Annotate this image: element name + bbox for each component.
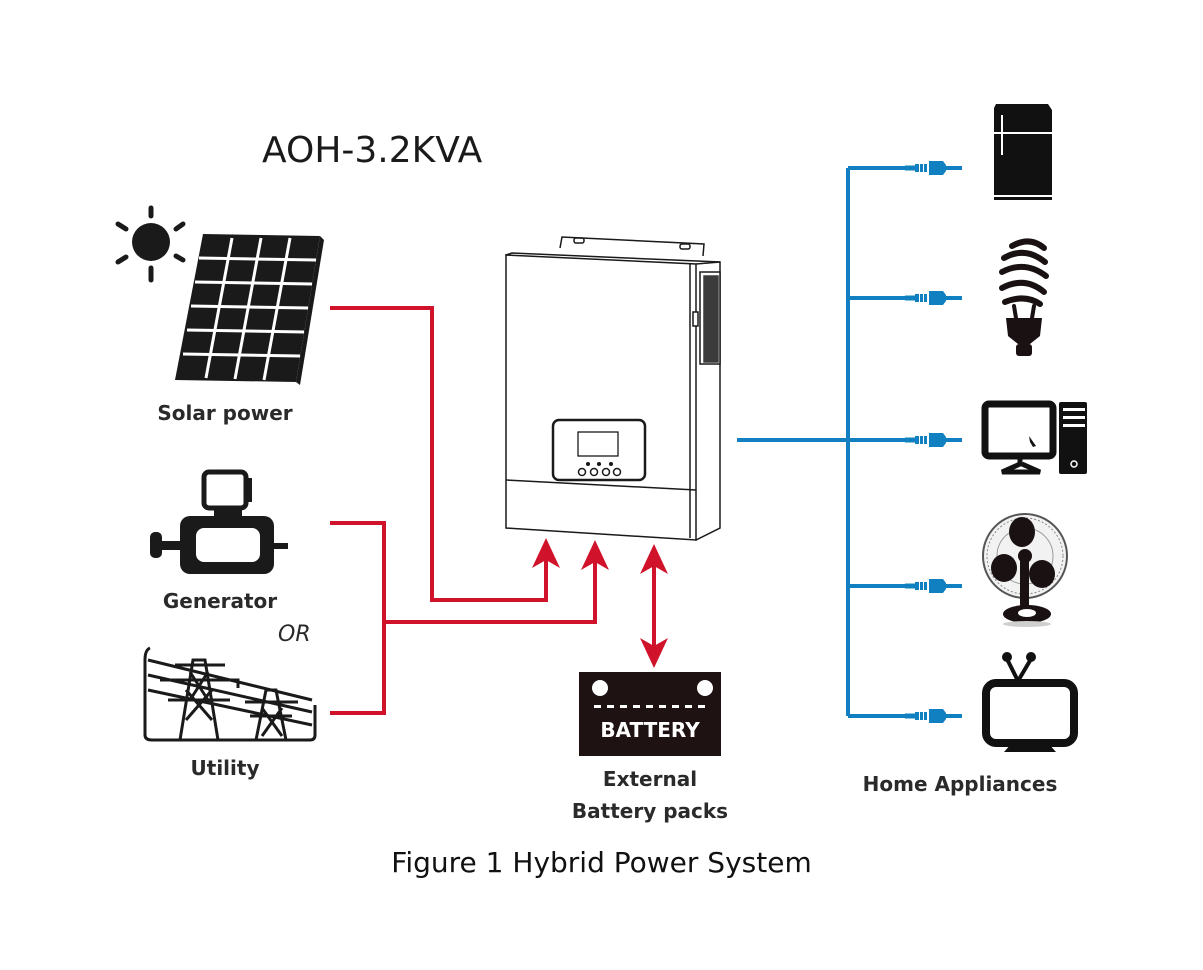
plug-icon (905, 161, 962, 175)
battery-arrow-up (640, 544, 668, 574)
input-arrowheads (532, 538, 668, 668)
output-wires (737, 166, 905, 718)
generator-wire (330, 521, 386, 715)
battery-label-line2: Battery packs (571, 799, 729, 823)
utility-label: Utility (190, 756, 260, 780)
plugs (905, 161, 962, 723)
home-appliances-label: Home Appliances (862, 772, 1058, 796)
ac-input-wire (384, 562, 597, 624)
battery-badge: BATTERY (600, 718, 700, 742)
sun-icon (115, 205, 186, 283)
refrigerator-icon (994, 104, 1052, 200)
power-tower-icon (143, 646, 317, 742)
inverter-icon (504, 236, 721, 541)
generator-label: Generator (162, 589, 278, 613)
cfl-bulb-icon (999, 238, 1049, 356)
solar-panel-icon (175, 234, 324, 385)
solar-wire (330, 306, 548, 602)
plug-icon (905, 291, 962, 305)
ac-arrow-head (581, 540, 609, 570)
battery-label-line1: External (602, 767, 698, 791)
solar-arrow-head (532, 538, 560, 568)
solar-power-label: Solar power (157, 401, 293, 425)
fan-icon (982, 513, 1068, 627)
battery-icon (579, 672, 721, 756)
figure-caption: Figure 1 Hybrid Power System (391, 846, 812, 879)
input-wires (330, 306, 656, 715)
plug-icon (905, 709, 962, 723)
or-label: OR (278, 622, 311, 647)
model-title: AOH-3.2KVA (262, 130, 483, 171)
plug-icon (905, 579, 962, 593)
plug-icon (905, 433, 962, 447)
tv-icon (982, 652, 1078, 752)
battery-arrow-down (640, 638, 668, 668)
generator-icon (150, 469, 288, 574)
computer-icon (981, 400, 1087, 475)
